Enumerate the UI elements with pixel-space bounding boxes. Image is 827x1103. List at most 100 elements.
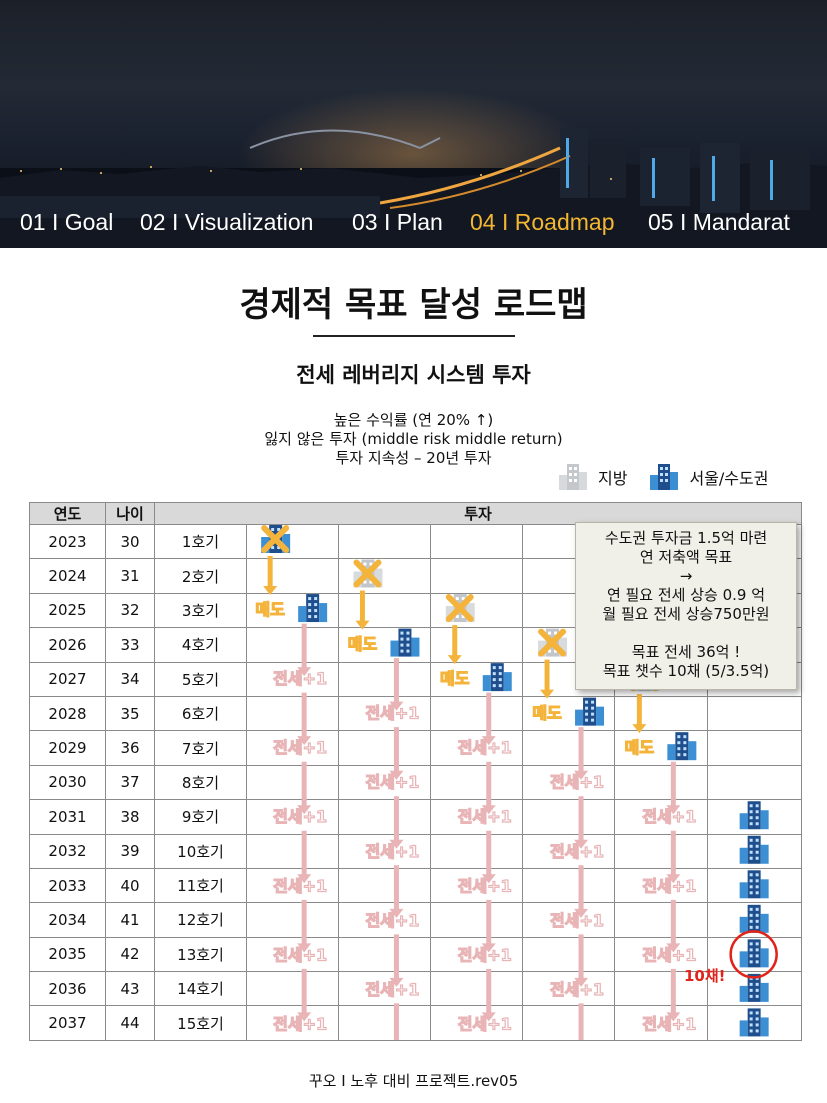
invest-cell	[246, 936, 339, 973]
unit-cell: 7호기	[154, 730, 247, 766]
invest-cell	[614, 764, 708, 801]
invest-cell	[430, 592, 523, 629]
age-cell: 44	[105, 1005, 155, 1041]
note-line	[576, 624, 796, 643]
invest-cell	[706, 833, 803, 869]
invest-cell	[246, 558, 339, 594]
invest-cell	[338, 867, 431, 904]
age-cell: 43	[105, 971, 155, 1007]
invest-cell	[338, 799, 431, 835]
tab-plan[interactable]: 03 I Plan	[352, 209, 443, 235]
invest-cell	[338, 730, 431, 766]
note-line: 목표 전세 36억 !	[631, 643, 741, 661]
year-cell: 2037	[29, 1005, 106, 1041]
note-line: 수도권 투자금 1.5억 마련	[604, 529, 768, 547]
invest-cell	[706, 695, 803, 732]
invest-cell	[246, 764, 339, 801]
age-cell: 38	[105, 799, 155, 835]
invest-cell	[706, 730, 803, 766]
invest-cell	[246, 523, 339, 560]
year-cell: 2035	[29, 936, 106, 973]
note-line: 월 필요 전세 상승750만원	[602, 605, 770, 623]
invest-cell	[706, 902, 803, 938]
invest-cell	[522, 730, 615, 766]
unit-cell: 6호기	[154, 695, 247, 732]
age-cell: 31	[105, 558, 155, 594]
invest-cell	[430, 558, 523, 594]
year-cell: 2034	[29, 902, 106, 938]
age-cell: 36	[105, 730, 155, 766]
invest-cell	[338, 902, 431, 938]
invest-cell	[706, 764, 803, 801]
invest-cell	[338, 936, 431, 973]
invest-cell	[430, 936, 523, 973]
year-cell: 2029	[29, 730, 106, 766]
invest-cell	[522, 1005, 615, 1041]
invest-cell	[430, 627, 523, 663]
invest-cell	[430, 1005, 523, 1041]
invest-cell	[430, 661, 523, 697]
night-city-image	[0, 128, 827, 248]
unit-cell: 13호기	[154, 936, 247, 973]
invest-cell	[246, 592, 339, 629]
invest-cell	[430, 730, 523, 766]
unit-cell: 9호기	[154, 799, 247, 835]
footer-text: 꾸오 I 노후 대비 프로젝트.rev05	[308, 1072, 519, 1090]
invest-cell	[430, 764, 523, 801]
invest-cell	[246, 695, 339, 732]
age-cell: 41	[105, 902, 155, 938]
invest-cell	[614, 936, 708, 973]
invest-cell	[246, 867, 339, 904]
age-cell: 40	[105, 867, 155, 904]
title-divider	[313, 335, 515, 337]
invest-cell	[430, 867, 523, 904]
invest-cell	[246, 902, 339, 938]
age-cell: 33	[105, 627, 155, 663]
invest-cell	[338, 627, 431, 663]
invest-cell	[246, 833, 339, 869]
point-risk: 잃지 않은 투자 (middle risk middle return)	[264, 430, 563, 448]
invest-cell	[338, 592, 431, 629]
year-cell: 2032	[29, 833, 106, 869]
header-year: 연도	[29, 502, 106, 525]
age-cell: 30	[105, 523, 155, 560]
unit-cell: 14호기	[154, 971, 247, 1007]
page-subtitle: 전세 레버리지 시스템 투자	[296, 363, 531, 387]
invest-cell	[706, 1005, 803, 1041]
header-age: 나이	[105, 502, 155, 525]
invest-cell	[614, 833, 708, 869]
legend: 지방 서울/수도권	[556, 462, 788, 492]
tab-roadmap[interactable]: 04 I Roadmap	[470, 209, 615, 235]
tab-mandarat[interactable]: 05 I Mandarat	[648, 209, 790, 235]
tab-goal[interactable]: 01 I Goal	[20, 209, 114, 235]
age-cell: 32	[105, 592, 155, 629]
invest-cell	[522, 902, 615, 938]
unit-cell: 10호기	[154, 833, 247, 869]
unit-cell: 15호기	[154, 1005, 247, 1041]
note-line: 연 저축액 목표	[639, 548, 733, 566]
note-line: 연 필요 전세 상승 0.9 억	[606, 586, 766, 604]
invest-cell	[246, 799, 339, 835]
invest-cell	[338, 558, 431, 594]
year-cell: 2033	[29, 867, 106, 904]
invest-cell	[614, 867, 708, 904]
ten-units-label: 10채!	[684, 967, 726, 985]
blue-building-icon	[650, 464, 679, 490]
legend-seoul-label: 서울/수도권	[689, 469, 769, 488]
invest-cell	[522, 799, 615, 835]
year-cell: 2028	[29, 695, 106, 732]
note-line: 목표 챗수 10채 (5/3.5억)	[602, 662, 770, 680]
tab-visualization[interactable]: 02 I Visualization	[140, 209, 314, 235]
unit-cell: 2호기	[154, 558, 247, 594]
hero-banner: 01 I Goal 02 I Visualization 03 I Plan 0…	[0, 0, 827, 248]
invest-cell	[430, 971, 523, 1007]
invest-cell	[614, 902, 708, 938]
